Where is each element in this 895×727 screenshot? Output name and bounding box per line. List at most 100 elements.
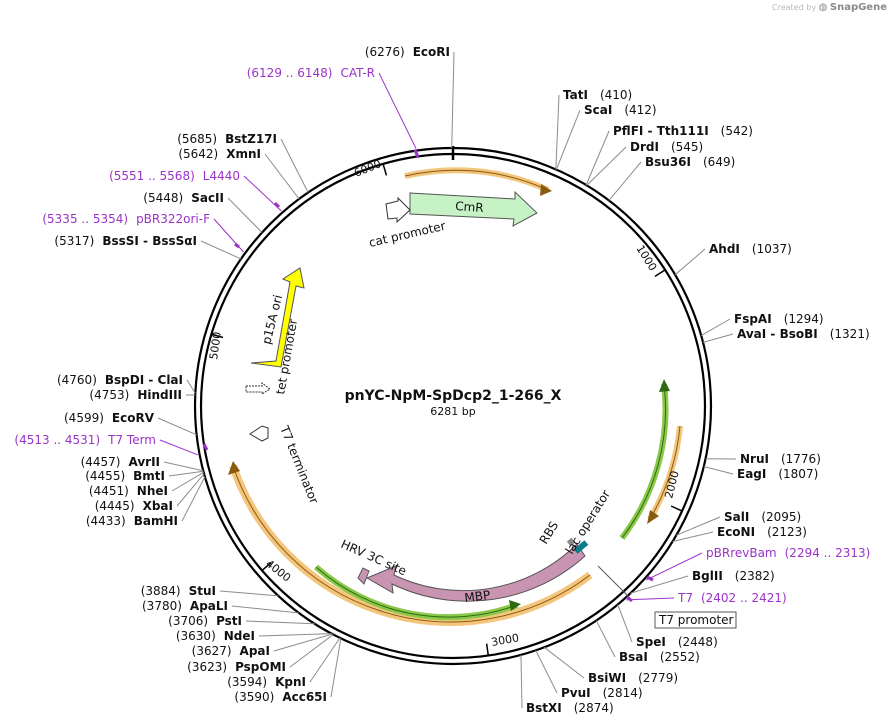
primer-mark-pbrrevbam — [646, 575, 654, 582]
cat-promoter-feature[interactable] — [385, 196, 411, 224]
enzyme-position: (1294) — [784, 312, 824, 326]
enzyme-site-label[interactable]: EagI(1807) — [737, 467, 818, 481]
enzyme-site-label[interactable]: BsiWI(2779) — [588, 671, 678, 685]
enzyme-site-label[interactable]: SpeI(2448) — [636, 635, 718, 649]
enzyme-site-label[interactable]: (3706)PstI — [168, 614, 242, 628]
enzyme-site-label[interactable]: (4455)BmtI — [85, 469, 165, 483]
enzyme-site-label[interactable]: NruI(1776) — [740, 452, 821, 466]
enzyme-site-label[interactable]: (5685)BstZ17I — [177, 132, 277, 146]
enzyme-leader-line — [595, 620, 616, 658]
t7-promoter-label-box — [654, 611, 737, 629]
cmr-orange-track[interactable] — [404, 167, 550, 193]
enzyme-site-label[interactable]: DrdI(545) — [630, 140, 703, 154]
enzyme-leader-line — [674, 248, 706, 276]
enzyme-position: (545) — [671, 140, 703, 154]
enzyme-position: (4445) — [95, 499, 135, 513]
enzyme-leader-line — [608, 161, 642, 201]
enzyme-site-label[interactable]: (3594)KpnI — [227, 675, 306, 689]
enzyme-name: NheI — [137, 484, 168, 498]
enzyme-site-label[interactable]: (3780)ApaLI — [142, 599, 228, 613]
enzyme-position: (3627) — [192, 644, 232, 658]
enzyme-site-label[interactable]: BstXI(2874) — [526, 701, 614, 715]
primer-label[interactable]: pBRrevBam(2294 .. 2313) — [706, 546, 870, 560]
enzyme-site-label[interactable]: PflFI - Tth111I(542) — [613, 124, 753, 138]
feature-label-hrv-3c-site: HRV 3C site — [339, 537, 409, 578]
primer-label[interactable]: (5335 .. 5354) pBR322ori-F — [42, 212, 210, 226]
enzyme-site-label[interactable]: (4599)EcoRV — [64, 411, 155, 425]
enzyme-site-label[interactable]: FspAI(1294) — [734, 312, 824, 326]
enzyme-position: (3706) — [168, 614, 208, 628]
enzyme-name: ApaLI — [190, 599, 228, 613]
hrv-3c-site-feature[interactable] — [357, 567, 370, 585]
primer-label[interactable]: (4513 .. 4531)T7 Term — [14, 433, 156, 447]
label-layer: (6276)EcoRI TatI(410)ScaI (412) PflFI - Tth… — [14, 45, 870, 715]
enzyme-site-label[interactable]: BglII(2382) — [692, 569, 775, 583]
enzyme-site-label[interactable]: AvaI - BsoBI(1321) — [737, 327, 870, 341]
enzyme-site-label[interactable]: (3630)NdeI — [176, 629, 255, 643]
primer-mark-cat-r — [413, 149, 420, 158]
enzyme-site-label[interactable]: (4753)HindIII — [89, 388, 182, 402]
enzyme-site-label[interactable]: EcoNI(2123) — [717, 525, 807, 539]
primer-mark-t7 — [626, 595, 633, 603]
tick-mark — [211, 333, 224, 339]
enzyme-site-label[interactable]: (3623)PspOMI — [187, 660, 286, 674]
enzyme-site-label[interactable]: TatI(410) — [563, 88, 632, 102]
enzyme-site-label[interactable]: (6276)EcoRI — [365, 45, 450, 59]
green-track-right-line — [621, 383, 667, 539]
tick-label: 2000 — [662, 469, 681, 499]
enzyme-site-label[interactable]: (4451)NheI — [89, 484, 168, 498]
primer-range: (5335 .. 5354) — [42, 212, 128, 226]
enzyme-position: (5317) — [54, 234, 94, 248]
enzyme-site-label[interactable]: (5317)BssSI - BssSαI — [54, 234, 197, 248]
orange-track-bottom[interactable] — [229, 464, 593, 626]
enzyme-site-label[interactable]: ScaI (412) — [584, 103, 657, 117]
enzyme-site-label[interactable]: (4445)XbaI — [95, 499, 173, 513]
primer-leader-line — [159, 439, 198, 456]
enzyme-position: (4599) — [64, 411, 104, 425]
enzyme-site-label[interactable]: (3884)StuI — [141, 584, 216, 598]
enzyme-site-label[interactable]: SalI(2095) — [724, 510, 801, 524]
enzyme-leader-line — [245, 620, 315, 625]
tick-mark — [382, 163, 388, 176]
enzyme-position: (4760) — [57, 373, 97, 387]
enzyme-site-label[interactable]: (3590)Acc65I — [234, 690, 327, 704]
primer-range: (6129 .. 6148) — [247, 66, 333, 80]
enzyme-site-label[interactable]: Bsu36I(649) — [645, 155, 735, 169]
primer-name: pBR322ori-F — [136, 212, 210, 226]
enzyme-site-label[interactable]: (5642)XmnI — [178, 147, 261, 161]
lac-operator-feature[interactable] — [573, 540, 589, 554]
mbp-feature[interactable] — [365, 543, 586, 602]
cmr-feature[interactable] — [409, 190, 538, 227]
enzyme-site-label[interactable]: (4760)BspDI - ClaI — [57, 373, 183, 387]
green-track-bottom-line — [315, 566, 518, 618]
enzyme-site-label[interactable]: PvuI(2814) — [561, 686, 643, 700]
enzyme-site-label[interactable]: AhdI(1037) — [709, 242, 792, 256]
enzyme-name: PflFI - Tth111I — [613, 124, 709, 138]
enzyme-position: (412) — [624, 103, 656, 117]
enzyme-position: (6276) — [365, 45, 405, 59]
primer-label[interactable]: T7(2402 .. 2421) — [677, 591, 787, 605]
enzyme-leader-line — [176, 473, 205, 507]
enzyme-leader-line — [700, 318, 731, 337]
feature-label-rbs: RBS — [537, 519, 562, 547]
primer-label[interactable]: (6129 .. 6148) CAT-R — [247, 66, 375, 80]
rbs-feature[interactable] — [566, 537, 576, 547]
enzyme-name: HindIII — [137, 388, 182, 402]
orange-track-bottom-arrowhead — [228, 461, 240, 475]
enzyme-site-label[interactable]: BsaI(2552) — [619, 650, 700, 664]
tet-promoter-feature[interactable] — [245, 382, 271, 395]
feature-label-mbp: MBP — [464, 588, 491, 605]
primer-name: CAT-R — [340, 66, 375, 80]
enzyme-leader-line — [200, 240, 242, 260]
enzyme-name: ApaI — [240, 644, 270, 658]
p15a-ori-feature[interactable] — [250, 267, 305, 368]
primer-label[interactable]: (5551 .. 5568)L4440 — [109, 169, 240, 183]
enzyme-site-label[interactable]: (4433)BamHI — [86, 514, 178, 528]
enzyme-site-label[interactable]: (4457)AvrII — [81, 455, 160, 469]
enzyme-name: ScaI — [584, 103, 612, 117]
enzyme-name: EagI — [737, 467, 766, 481]
enzyme-name: PspOMI — [235, 660, 286, 674]
enzyme-site-label[interactable]: (5448)SacII — [143, 191, 224, 205]
t7-terminator-feature[interactable] — [249, 425, 269, 442]
enzyme-site-label[interactable]: (3627) ApaI — [192, 644, 270, 658]
